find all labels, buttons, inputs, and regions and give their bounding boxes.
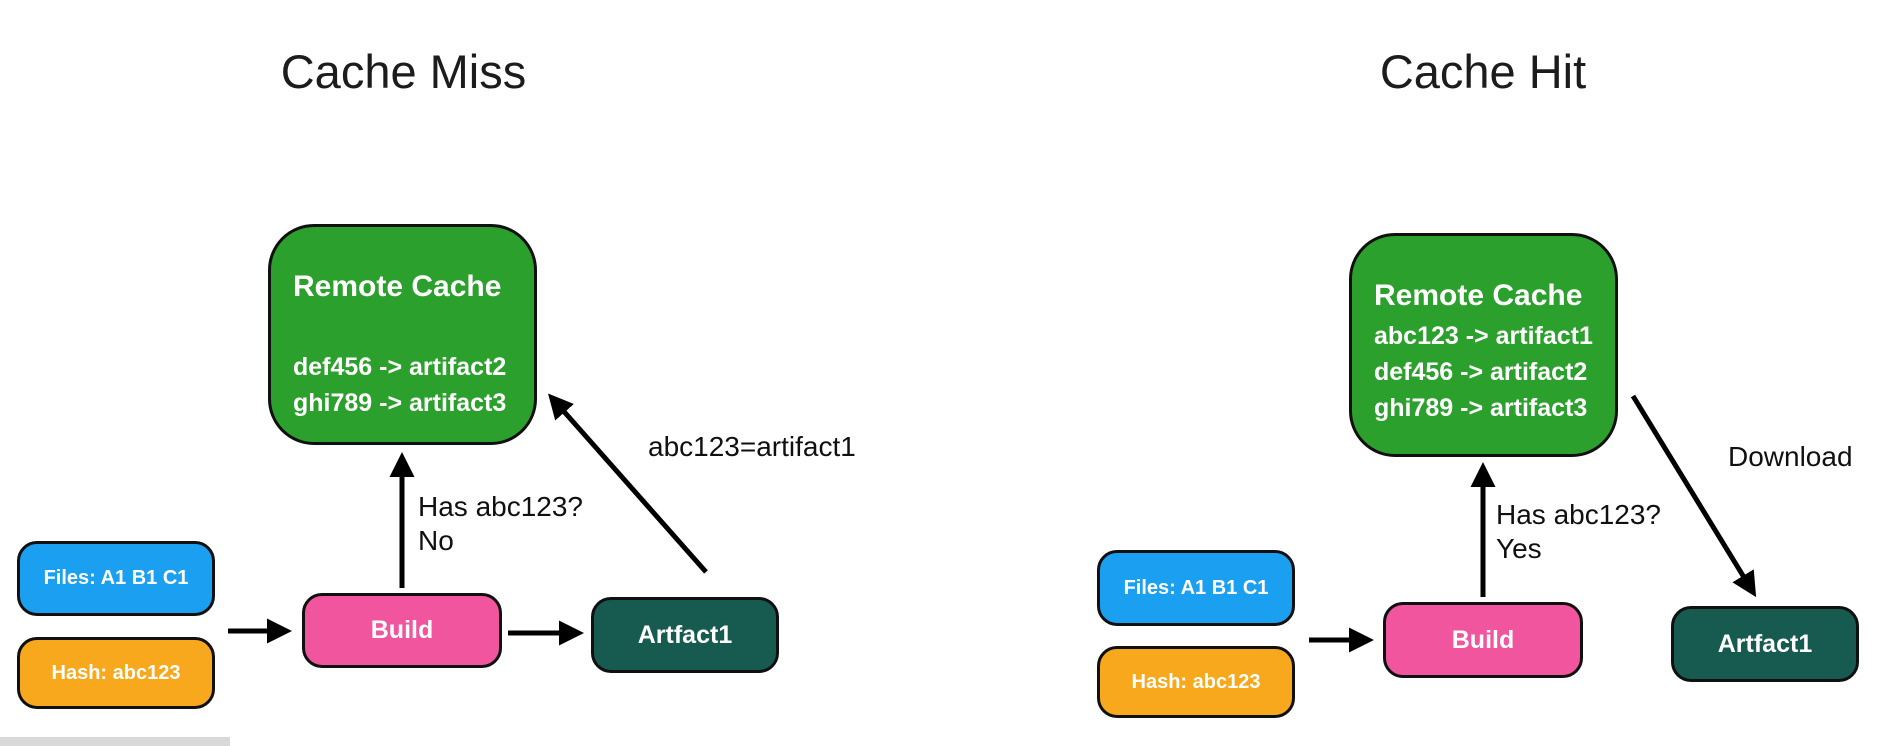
bottom-left-strip	[0, 737, 230, 746]
cache-entry: ghi789 -> artifact3	[293, 389, 507, 417]
has-hash-question: Has abc123?	[1496, 499, 1662, 530]
remote-cache-box-right: Remote Cache abc123 -> artifact1 def456 …	[1349, 233, 1618, 457]
build-box-left: Build	[302, 593, 502, 668]
upload-label-left: abc123=artifact1	[648, 431, 856, 462]
remote-cache-entries-left: def456 -> artifact2 ghi789 -> artifact3	[293, 349, 512, 421]
remote-cache-title-right: Remote Cache	[1374, 279, 1583, 312]
has-hash-answer: Yes	[1496, 533, 1542, 564]
artifact-box-right: Artfact1	[1671, 606, 1859, 682]
remote-cache-entries-right: abc123 -> artifact1 def456 -> artifact2 …	[1374, 318, 1593, 426]
has-hash-label-left: Has abc123? No	[418, 490, 583, 558]
cache-entry: def456 -> artifact2	[1374, 358, 1588, 386]
has-hash-label-right: Has abc123? Yes	[1496, 498, 1661, 566]
hash-box-right: Hash: abc123	[1097, 646, 1295, 718]
cache-hit-title: Cache Hit	[1379, 45, 1587, 98]
remote-cache-title-left: Remote Cache	[293, 270, 502, 303]
artifact-box-left: Artfact1	[591, 597, 779, 673]
remote-cache-box-left: Remote Cache def456 -> artifact2 ghi789 …	[268, 224, 537, 445]
cache-entry: ghi789 -> artifact3	[1374, 394, 1588, 422]
files-box-right: Files: A1 B1 C1	[1097, 550, 1295, 626]
has-hash-answer: No	[418, 525, 454, 556]
cache-entry: abc123 -> artifact1	[1374, 322, 1593, 350]
cache-entry: def456 -> artifact2	[293, 353, 507, 381]
has-hash-question: Has abc123?	[418, 491, 584, 522]
download-label-right: Download	[1728, 441, 1853, 472]
files-box-left: Files: A1 B1 C1	[17, 541, 215, 616]
hash-box-left: Hash: abc123	[17, 637, 215, 709]
cache-miss-title: Cache Miss	[280, 45, 527, 98]
build-box-right: Build	[1383, 602, 1583, 678]
